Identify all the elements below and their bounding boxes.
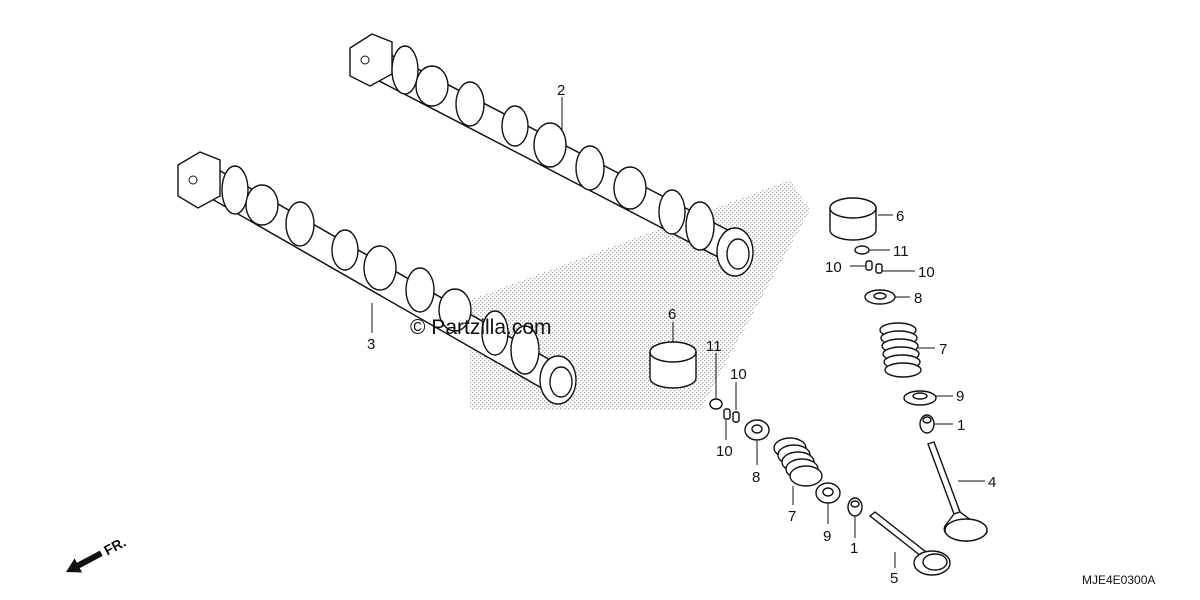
callout-8-lower: 8 xyxy=(752,469,760,486)
callout-10-upper-left: 10 xyxy=(825,259,842,276)
valve-spring-lower[interactable] xyxy=(773,437,823,487)
callouts: 2 3 6 11 10 10 8 7 9 1 4 6 11 10 10 8 7 … xyxy=(367,82,996,587)
callout-11-lower: 11 xyxy=(706,338,722,355)
callout-9-upper: 9 xyxy=(956,388,964,405)
callout-7-lower: 7 xyxy=(788,508,796,525)
valve-cotters-lower[interactable] xyxy=(723,408,740,423)
spring-retainer-upper[interactable] xyxy=(864,289,896,305)
valve-spring-upper[interactable] xyxy=(879,322,922,378)
callout-8-upper: 8 xyxy=(914,290,922,307)
spring-retainer-lower[interactable] xyxy=(744,419,770,441)
callout-1-lower: 1 xyxy=(850,540,858,557)
shim-upper[interactable] xyxy=(854,245,870,255)
callout-6-lower: 6 xyxy=(668,306,676,323)
callout-7-upper: 7 xyxy=(939,341,947,358)
exhaust-valve[interactable] xyxy=(927,441,988,542)
valve-lifter-lower[interactable] xyxy=(649,341,697,389)
camshaft-upper[interactable] xyxy=(349,33,754,277)
stem-seal-upper[interactable] xyxy=(919,414,935,434)
shim-lower[interactable] xyxy=(709,398,723,410)
callout-10-lower-right: 10 xyxy=(730,366,747,383)
valve-lifter-upper[interactable] xyxy=(829,197,877,241)
front-label: FR. xyxy=(101,534,128,559)
callout-5: 5 xyxy=(890,570,898,587)
spring-seat-upper[interactable] xyxy=(903,390,937,406)
callout-3: 3 xyxy=(367,336,375,353)
camshaft-lower[interactable] xyxy=(177,151,577,405)
callout-2: 2 xyxy=(557,82,565,99)
watermark-text: © Partzilla.com xyxy=(410,316,552,339)
stem-seal-lower[interactable] xyxy=(847,497,863,517)
callout-9-lower: 9 xyxy=(823,528,831,545)
callout-11-upper: 11 xyxy=(893,243,909,260)
spring-seat-lower[interactable] xyxy=(815,482,841,504)
callout-10-lower-left: 10 xyxy=(716,443,733,460)
callout-6-upper: 6 xyxy=(896,208,904,225)
callout-10-upper-right: 10 xyxy=(918,264,935,281)
valve-cotters-upper[interactable] xyxy=(865,260,883,274)
callout-1-upper: 1 xyxy=(957,417,965,434)
diagram-code: MJE4E0300A xyxy=(1082,573,1155,587)
leader-lines xyxy=(371,97,985,568)
front-direction-indicator: FR. xyxy=(66,534,129,573)
callout-4: 4 xyxy=(988,474,996,491)
arrow-left-icon xyxy=(66,550,103,573)
intake-valve[interactable] xyxy=(868,511,951,576)
